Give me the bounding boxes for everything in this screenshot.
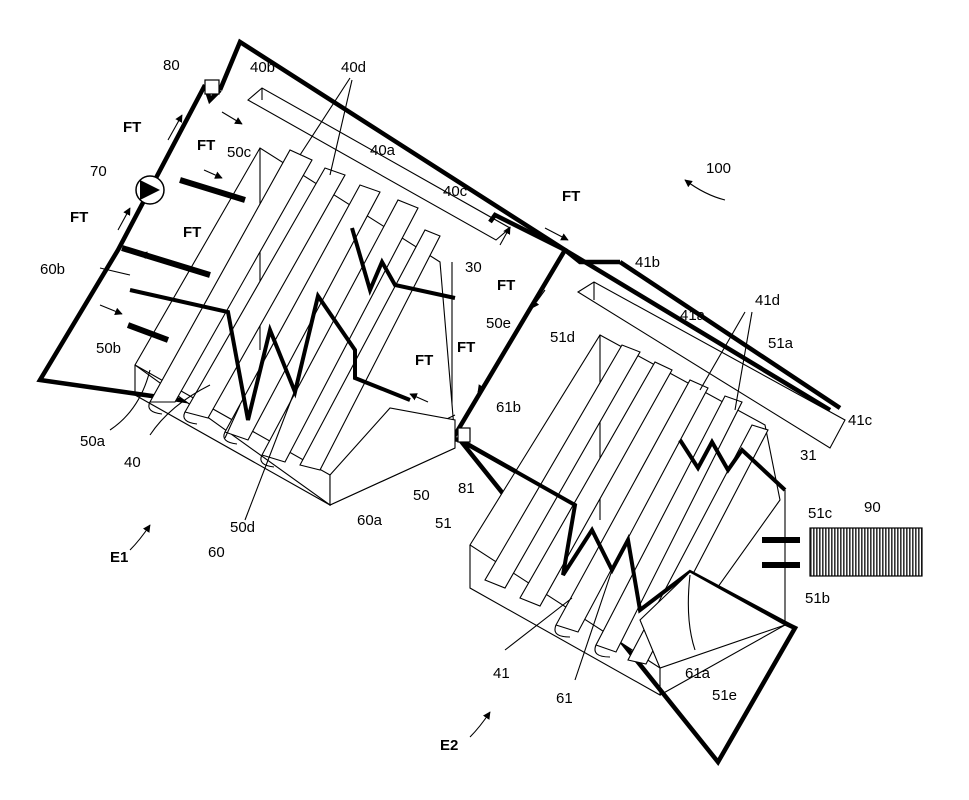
label-90: 90 [864,499,881,516]
label-e1: E1 [110,549,128,566]
label-40d: 40d [341,59,366,76]
valve-80 [205,80,219,94]
flow-label: FT [497,277,515,294]
label-50: 50 [413,487,430,504]
flow-label: FT [183,224,201,241]
label-51a: 51a [768,335,794,352]
label-40b: 40b [250,59,275,76]
label-51b: 51b [805,590,830,607]
label-81: 81 [458,480,475,497]
label-50a: 50a [80,433,106,450]
label-40a: 40a [370,142,396,159]
label-41: 41 [493,665,510,682]
label-51c: 51c [808,505,833,522]
label-40: 40 [124,454,141,471]
label-41a: 41a [680,307,706,324]
label-60a: 60a [357,512,383,529]
label-50e: 50e [486,315,511,332]
flow-label: FT [197,137,215,154]
label-50b: 50b [96,340,121,357]
label-31: 31 [800,447,817,464]
label-70: 70 [90,163,107,180]
label-40c: 40c [443,183,468,200]
label-61b: 61b [496,399,521,416]
e1-inner-block [130,148,455,505]
label-60: 60 [208,544,225,561]
device-90 [810,528,922,576]
label-51d: 51d [550,329,575,346]
label-41d: 41d [755,292,780,309]
flow-label: FT [123,119,141,136]
pump-70 [136,176,164,204]
label-51: 51 [435,515,452,532]
label-100: 100 [706,160,731,177]
label-41b: 41b [635,254,660,271]
label-50d: 50d [230,519,255,536]
label-30: 30 [465,259,482,276]
label-51e: 51e [712,687,737,704]
label-50c: 50c [227,144,252,161]
flow-label: FT [457,339,475,356]
flow-label: FT [562,188,580,205]
label-41c: 41c [848,412,873,429]
label-61: 61 [556,690,573,707]
label-80: 80 [163,57,180,74]
flow-label: FT [70,209,88,226]
flow-label: FT [415,352,433,369]
label-61a: 61a [685,665,711,682]
valve-81 [458,428,470,442]
label-60b: 60b [40,261,65,278]
label-e2: E2 [440,737,458,754]
